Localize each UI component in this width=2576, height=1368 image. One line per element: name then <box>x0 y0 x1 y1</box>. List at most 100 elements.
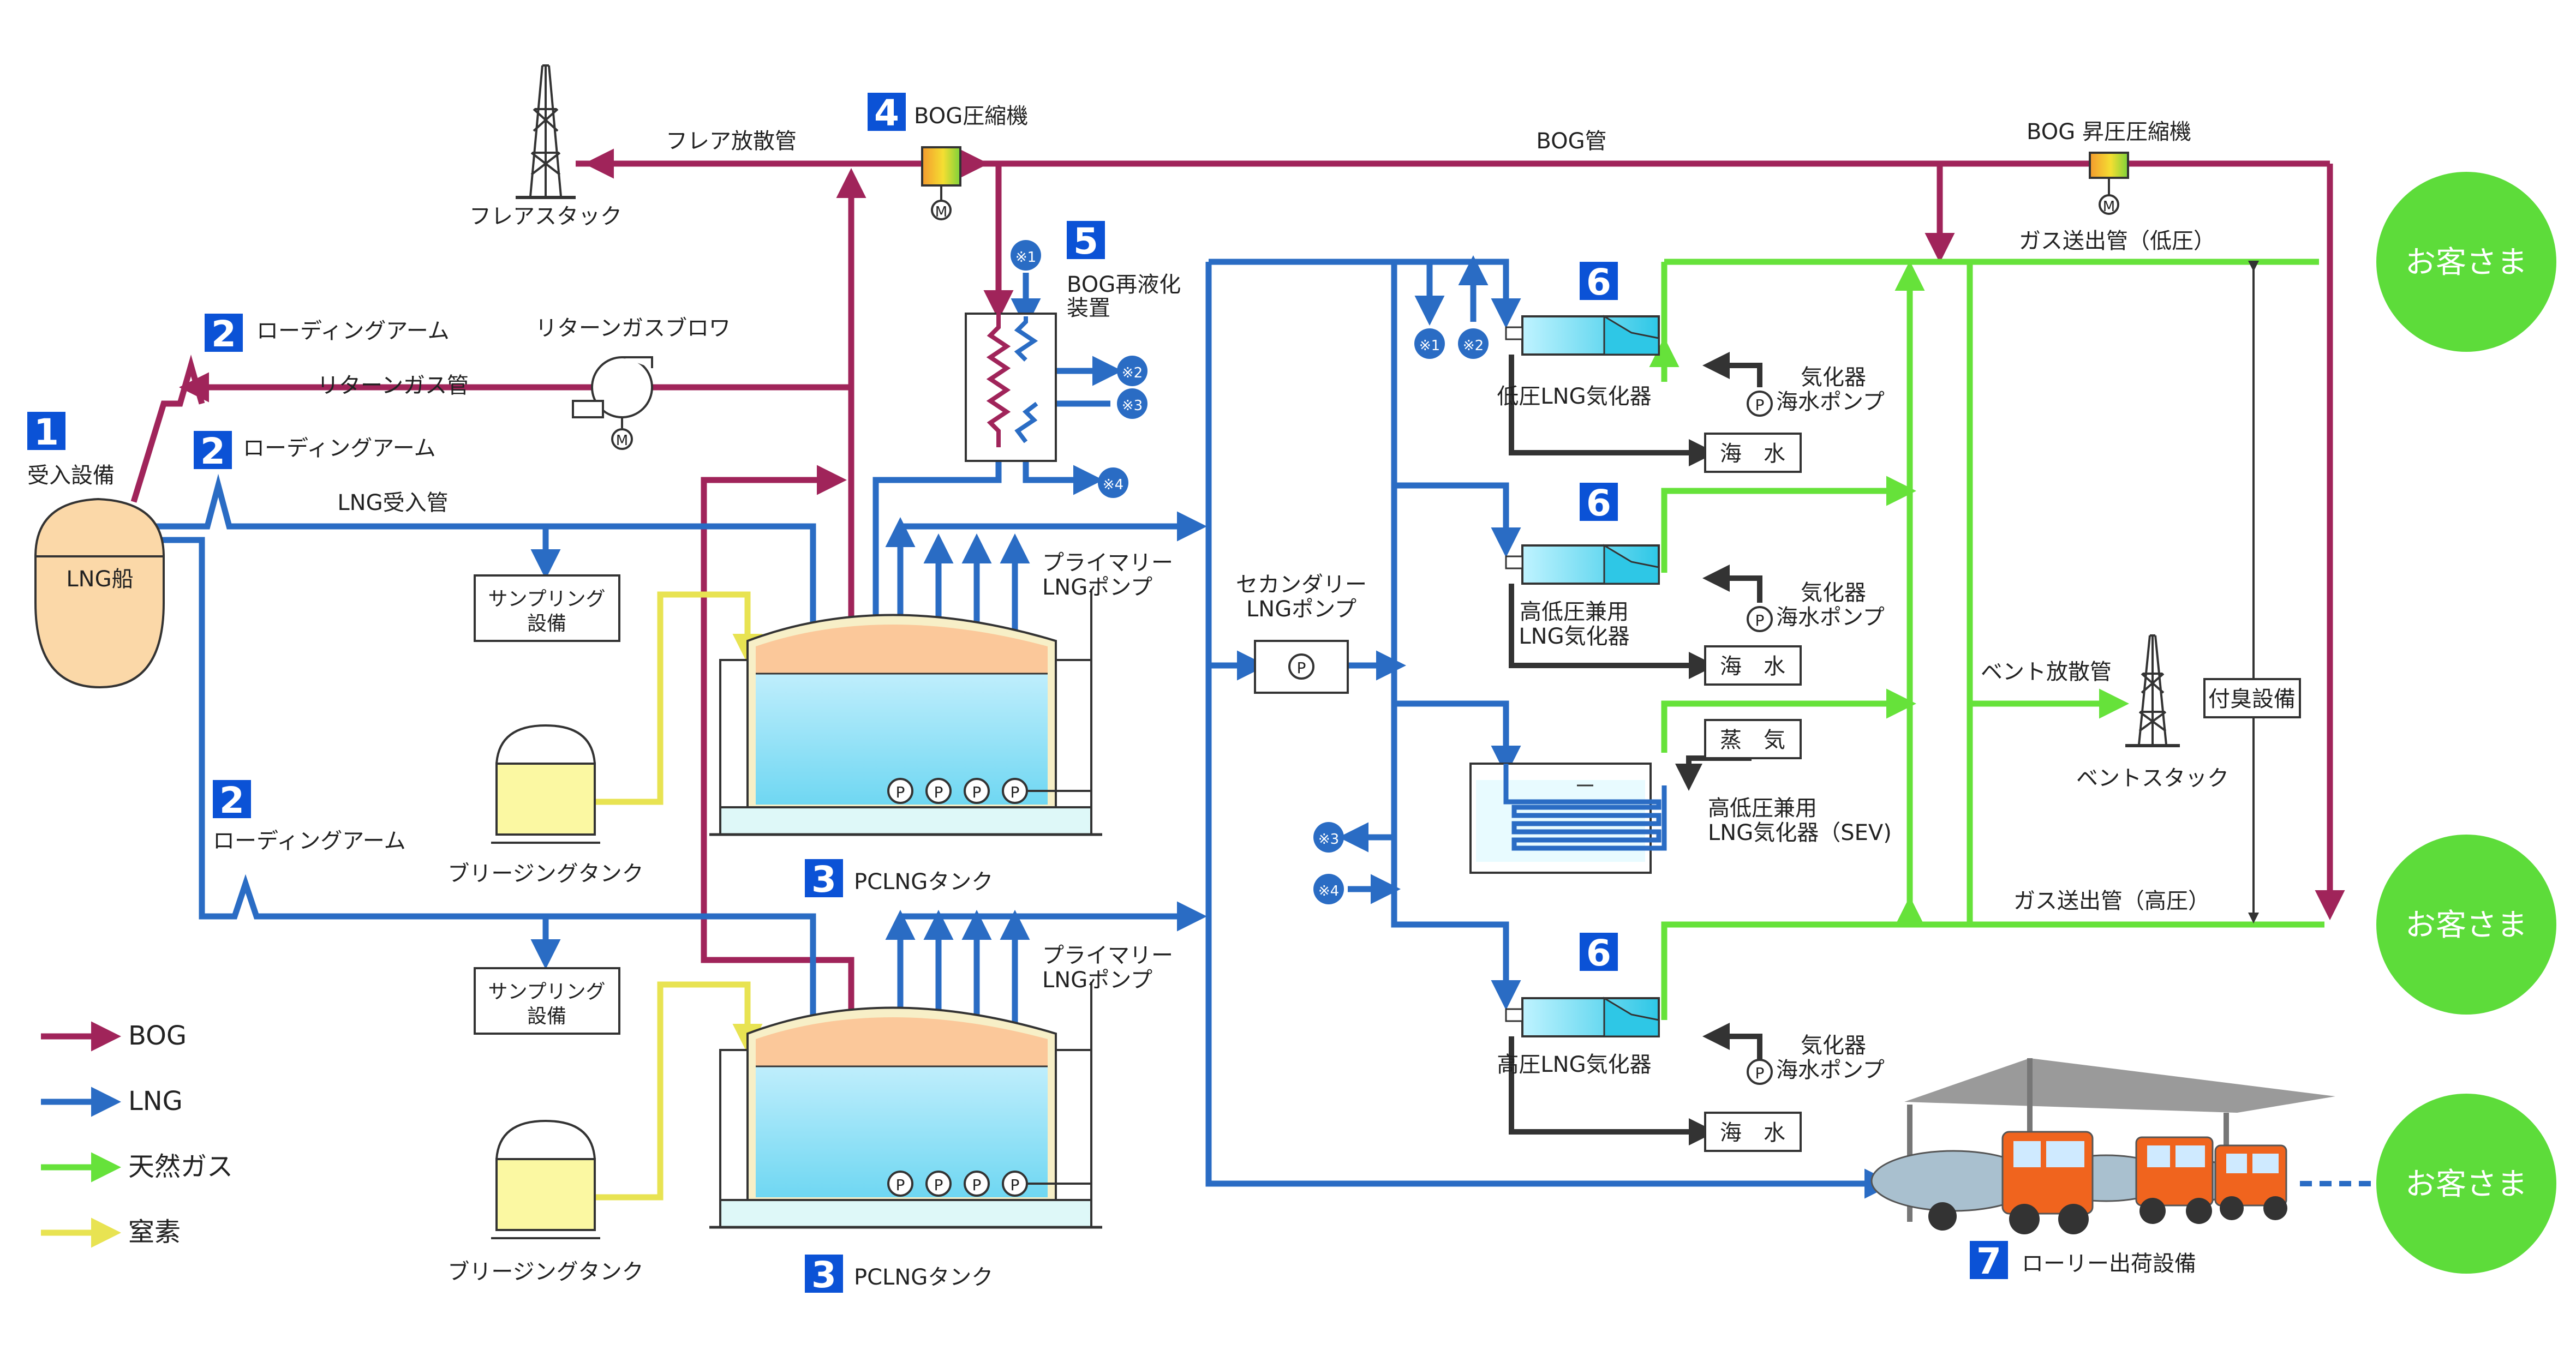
seawater-pump-label-2b: 海水ポンプ <box>1776 605 1885 630</box>
seawater-pump-label-3a: 気化器 <box>1801 1033 1866 1058</box>
pump-icon: P <box>964 778 990 804</box>
reliquefier-lng-feed <box>872 447 1002 649</box>
svg-text:P: P <box>896 783 905 801</box>
motor-icon <box>611 428 633 450</box>
pump-leader-1 <box>1027 589 1092 792</box>
svg-text:3: 3 <box>811 1254 836 1296</box>
lorry-label: ローリー出荷設備 <box>2022 1251 2196 1276</box>
badge-3b: 3 <box>805 1254 843 1296</box>
odorant-label: 付臭設備 <box>2208 687 2296 712</box>
svg-text:お客さま: お客さま <box>2405 908 2527 943</box>
gas-line-high-label: ガス送出管（高圧） <box>2013 889 2210 914</box>
purging-tank-1 <box>491 724 600 844</box>
seawater-pump-3: P <box>1747 1059 1773 1085</box>
seawater-label-1: 海 水 <box>1720 441 1785 466</box>
sampling-box-1 <box>474 574 620 642</box>
badge-2c: 2 <box>213 779 251 821</box>
reliquefier-label-1: BOG再液化 <box>1067 272 1181 297</box>
seawater-pump-label-3b: 海水ポンプ <box>1776 1058 1885 1083</box>
svg-text:M: M <box>2103 199 2115 215</box>
svg-text:※2: ※2 <box>1463 338 1484 354</box>
seawater-label-2: 海 水 <box>1720 654 1785 679</box>
seawater-pump-label-1b: 海水ポンプ <box>1776 389 1885 415</box>
vaporizer-sev <box>1469 763 1667 874</box>
pump-icon: P <box>925 778 952 804</box>
svg-text:P: P <box>972 783 982 801</box>
svg-text:P: P <box>896 1176 905 1194</box>
svg-text:2: 2 <box>219 779 244 821</box>
primary-pump-label-2a: プライマリー <box>1042 943 1173 968</box>
pump-icon: P <box>887 1171 913 1197</box>
pump-icon: P <box>1288 653 1314 680</box>
pump-leader-2 <box>1027 982 1092 1185</box>
lng-main-header <box>1205 262 1894 1199</box>
badge-4: 4 <box>868 92 906 134</box>
pump-icon: P <box>1002 1171 1028 1197</box>
legend-item-nitrogen: 窒素 <box>41 1217 181 1248</box>
primary-pump-label-2b: LNGポンプ <box>1042 968 1152 993</box>
svg-text:※3: ※3 <box>1122 398 1143 414</box>
pump-icon: P <box>925 1171 952 1197</box>
return-gas-pipe-label: リターンガス管 <box>317 373 469 398</box>
badge-6c: 6 <box>1580 932 1618 974</box>
feed-dual-vaporizer <box>1394 482 1521 557</box>
lng-receiving-pipe-label: LNG受入管 <box>337 490 448 515</box>
vaporizer-high-label: 高圧LNG気化器 <box>1497 1052 1651 1077</box>
svg-text:P: P <box>934 1176 943 1194</box>
svg-text:5: 5 <box>1073 220 1098 262</box>
svg-text:P: P <box>1755 396 1765 414</box>
pump-icon: P <box>1002 778 1028 804</box>
vent-pipe-label: ベント放散管 <box>1981 659 2112 685</box>
svg-text:6: 6 <box>1586 932 1611 974</box>
nitrogen-line-1 <box>595 591 763 805</box>
svg-text:P: P <box>1755 1064 1765 1082</box>
svg-text:7: 7 <box>1976 1240 2001 1282</box>
customer-3: お客さま <box>2376 1094 2556 1274</box>
bog-pipe-label: BOG管 <box>1536 129 1606 154</box>
purging-tank-label-1: ブリージングタンク <box>447 861 643 886</box>
return-gas-blower-label: リターンガスブロワ <box>535 316 731 341</box>
badge-2b: 2 <box>194 430 232 472</box>
legend-item-lng: LNG <box>41 1086 183 1117</box>
legend-item-gas: 天然ガス <box>41 1151 233 1183</box>
purging-tank-label-2: ブリージングタンク <box>447 1259 643 1285</box>
nitrogen-lines <box>595 591 763 1201</box>
marker-m1-a: ※1 <box>1011 240 1041 271</box>
bog-booster-compressor: M <box>2089 152 2129 215</box>
badge-6b: 6 <box>1580 482 1618 524</box>
loading-arm-label-2: ローディングアーム <box>243 436 436 461</box>
loading-arm-label-3: ローディングアーム <box>213 829 406 854</box>
svg-text:※2: ※2 <box>1122 365 1143 381</box>
svg-text:3: 3 <box>811 859 836 901</box>
feed-sev <box>1394 700 1521 776</box>
vaporizer-dual <box>1505 544 1660 585</box>
svg-text:LNG: LNG <box>128 1086 183 1117</box>
seawater-box-3 <box>1704 1112 1802 1152</box>
seawater-box-2 <box>1704 645 1802 686</box>
svg-text:6: 6 <box>1586 261 1611 303</box>
steam-label: 蒸 気 <box>1720 728 1785 753</box>
svg-text:※3: ※3 <box>1318 831 1339 848</box>
primary-pump-label-1b: LNGポンプ <box>1042 575 1152 600</box>
steam-box <box>1704 719 1802 759</box>
marker-m4-b: ※4 <box>1313 874 1344 904</box>
svg-text:※1: ※1 <box>1419 338 1440 354</box>
loading-arm-label-1: ローディングアーム <box>256 319 450 344</box>
nitrogen-line-2 <box>595 981 763 1201</box>
svg-text:1: 1 <box>34 411 59 453</box>
lng-receiving-pipe <box>147 473 828 797</box>
badge-3a: 3 <box>805 859 843 901</box>
odorant-box <box>2203 678 2301 718</box>
seawater-pump-1: P <box>1747 391 1773 417</box>
bog-compressor: M <box>921 146 961 220</box>
sampling-box-2 <box>474 967 620 1035</box>
marker-m4-a: ※4 <box>1098 467 1128 498</box>
sev-label-2: LNG気化器（SEV) <box>1708 820 1892 845</box>
lng-secondary-header <box>1391 262 1521 1010</box>
svg-text:窒素: 窒素 <box>128 1217 181 1247</box>
svg-text:お客さま: お客さま <box>2405 245 2527 280</box>
bog-compressor-label: BOG圧縮機 <box>914 104 1028 129</box>
svg-text:P: P <box>972 1176 982 1194</box>
vaporizer-dual-label-1: 高低圧兼用 <box>1520 599 1629 625</box>
